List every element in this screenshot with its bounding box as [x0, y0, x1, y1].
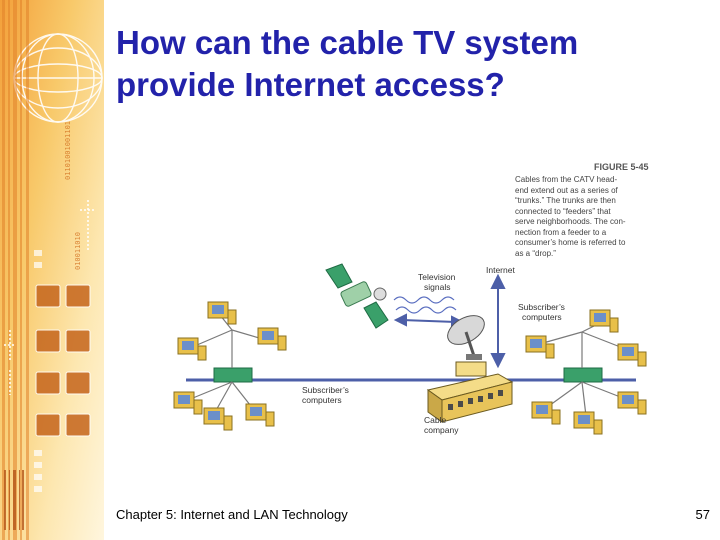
satellite-dish-icon	[447, 315, 485, 360]
label-internet: Internet	[486, 265, 515, 275]
slide-title: How can the cable TV system provide Inte…	[116, 22, 716, 106]
label-cable-company: Cable	[424, 415, 446, 425]
computer-icon	[203, 407, 233, 431]
computer-icon	[617, 343, 647, 367]
slide-title-line1: How can the cable TV system	[116, 24, 579, 61]
computer-icon	[525, 335, 555, 359]
computer-icon	[173, 391, 203, 415]
right-hub	[563, 367, 603, 383]
cable-company-building-icon	[426, 361, 514, 423]
label-television-signals-2: signals	[424, 282, 450, 292]
computer-icon	[245, 403, 275, 427]
computer-icon	[257, 327, 287, 351]
right-network	[525, 309, 647, 435]
label-subscribers-right-2: computers	[522, 312, 562, 322]
label-subscribers-right: Subscriber’s	[518, 302, 565, 312]
label-subscribers-left: Subscriber’s	[302, 385, 349, 395]
decorative-sidebar: 01101001001101 010011010	[0, 0, 104, 540]
caption-line: connected to “feeders” that	[515, 206, 611, 216]
computer-icon	[177, 337, 207, 361]
label-subscribers-left-2: computers	[302, 395, 342, 405]
satellite-icon	[325, 263, 389, 329]
figure-caption: Cables from the CATV head- end extend ou…	[515, 175, 653, 259]
caption-line: nection from a feeder to a	[515, 227, 607, 237]
computer-icon	[207, 301, 237, 325]
signal-waves	[393, 296, 457, 314]
computer-icon	[589, 309, 619, 333]
left-network	[173, 301, 287, 431]
internet-arrow	[490, 273, 506, 369]
svg-text:01101001001101: 01101001001101	[64, 121, 72, 180]
left-hub	[213, 367, 253, 383]
caption-line: Cables from the CATV head-	[515, 175, 618, 184]
network-figure: Television signals Internet Subscriber’s…	[166, 160, 654, 450]
computer-icon	[573, 411, 603, 435]
svg-text:010011010: 010011010	[74, 232, 82, 270]
computer-icon	[617, 391, 647, 415]
caption-line: consumer’s home is referred to	[515, 238, 626, 247]
caption-line: as a “drop.”	[515, 248, 556, 258]
slide-title-line2: provide Internet access?	[116, 66, 505, 103]
label-television-signals: Television	[418, 272, 456, 282]
caption-line: “trunks.” The trunks are then	[515, 196, 616, 205]
caption-line: end extend out as a series of	[515, 185, 618, 195]
computer-icon	[531, 401, 561, 425]
label-cable-company-2: company	[424, 425, 459, 435]
footer-chapter: Chapter 5: Internet and LAN Technology	[116, 507, 348, 522]
caption-line: serve neighborhoods. The con-	[515, 217, 626, 226]
page-number: 57	[695, 507, 710, 522]
figure-number: FIGURE 5-45	[594, 162, 649, 172]
